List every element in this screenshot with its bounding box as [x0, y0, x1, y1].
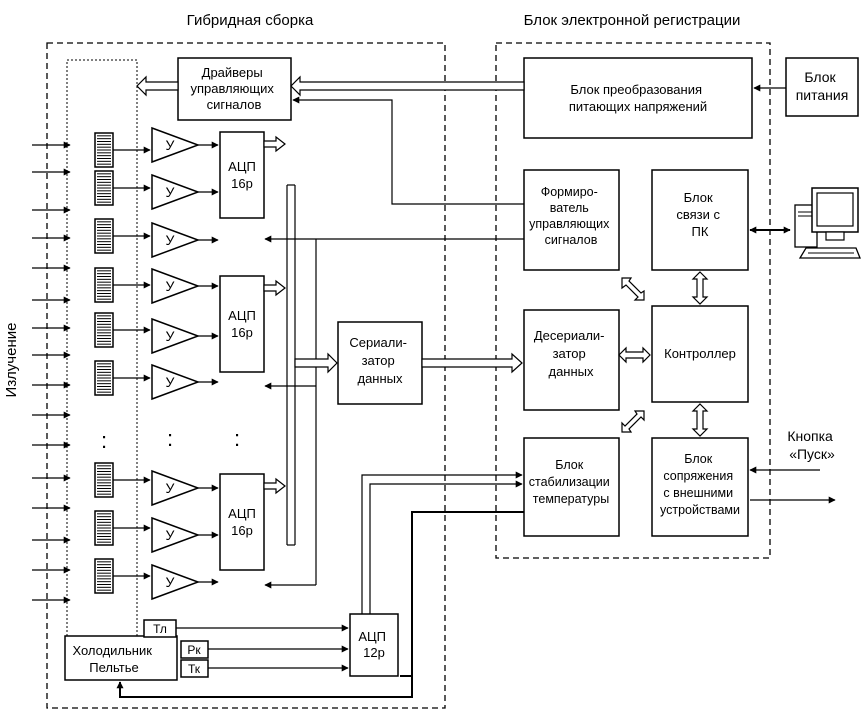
peltier-label: Холодильник Пельтье: [72, 643, 155, 675]
controller-label: Контроллер: [664, 346, 736, 361]
amplifiers: У У У У У У У У У: [151, 126, 219, 601]
radiation-arrows: [32, 141, 71, 604]
serializer-label: Сериали- затор данных: [349, 335, 410, 386]
amplifier: У: [151, 317, 219, 355]
bus-to-serializer-arrow: [294, 352, 338, 374]
detector-elements: [94, 132, 151, 594]
voltage-converter-block: [523, 57, 753, 139]
interface-unit-block: [651, 437, 749, 537]
temp-stabilizer-label: Блок стабилизации температуры: [529, 458, 614, 506]
voltage-converter-label: Блок преобразования питающих напряжений: [569, 82, 707, 114]
amplifier: У: [151, 563, 219, 601]
adc12-to-stabilizer-a: [361, 471, 523, 614]
registration-unit-title: Блок электронной регистрации: [524, 12, 741, 29]
ellipsis-adc: :: [234, 426, 240, 451]
amplifier-label: У: [166, 480, 175, 496]
deserializer-controller-arrow: [618, 346, 651, 364]
hybrid-assembly-frame: [46, 42, 446, 709]
controller-interface-arrow: [691, 403, 709, 437]
radiation-label: Излучение: [3, 323, 20, 398]
pc-link-label: Блок связи с ПК: [676, 190, 723, 239]
deserializer-block: [523, 309, 620, 411]
pclink-controller-arrow: [691, 271, 709, 305]
detector-element: [94, 312, 151, 348]
controller-former-arrow: [621, 277, 645, 301]
sensor-tl-label: Тл: [153, 622, 167, 636]
drivers-block: [177, 57, 292, 121]
adc12-block: [349, 613, 399, 677]
amplifier-label: У: [166, 278, 175, 294]
peltier-block: [64, 635, 178, 681]
sensor-pk-label: Рк: [187, 643, 201, 657]
signal-former-block: [523, 169, 620, 271]
temp-stabilizer-block: [523, 437, 620, 537]
amplifier: У: [151, 173, 219, 211]
former-to-drivers-line: [292, 96, 524, 205]
hybrid-assembly-title: Гибридная сборка: [187, 12, 314, 29]
amplifier-label: У: [166, 328, 175, 344]
start-button-label: Кнопка «Пуск»: [787, 428, 836, 462]
drivers-label: Драйверы управляющих сигналов: [190, 65, 277, 112]
stabilizer-to-adc12: [400, 511, 524, 677]
computer-icon: [794, 187, 861, 259]
adc-to-bus-arrow: [263, 477, 286, 495]
detector-element: [94, 170, 151, 206]
registration-unit-frame: [495, 42, 771, 559]
amplifier-label: У: [166, 527, 175, 543]
detector-element: [94, 267, 151, 303]
amplifier-label: У: [166, 232, 175, 248]
ellipsis-amplifiers: :: [167, 426, 173, 451]
amplifier: У: [151, 516, 219, 554]
adc-to-bus-arrow: [263, 279, 286, 297]
amplifier-label: У: [166, 574, 175, 590]
detector-element: [94, 462, 151, 498]
interface-unit-label: Блок сопряжения с внешними устройствами: [660, 452, 740, 517]
detector-element: [94, 132, 151, 168]
controller-temp-arrow: [621, 410, 645, 433]
amplifier: У: [151, 363, 219, 401]
detector-element: [94, 360, 151, 396]
amplifier: У: [151, 126, 219, 164]
amplifier-label: У: [166, 137, 175, 153]
amplifier-label: У: [166, 374, 175, 390]
converter-to-drivers-arrow: [290, 75, 525, 97]
amplifier: У: [151, 267, 219, 305]
adc12-label: АЦП 12р: [358, 629, 389, 660]
pc-link-block: [651, 169, 749, 271]
serializer-block: [337, 321, 423, 405]
power-supply-label: Блок питания: [796, 69, 849, 103]
ellipsis-detectors: :: [101, 428, 107, 453]
power-supply-block: [785, 57, 859, 117]
detector-element: [94, 558, 151, 594]
serializer-to-deserializer-arrow: [421, 352, 523, 374]
deserializer-label: Десериали- затор данных: [534, 328, 608, 379]
drivers-to-detectors-arrow: [136, 75, 179, 97]
sensor-tk-label: Тк: [188, 662, 201, 676]
detector-element: [94, 218, 151, 254]
detector-element: [94, 510, 151, 546]
amplifier: У: [151, 221, 219, 259]
adc12-to-stabilizer-b: [369, 480, 523, 614]
adc-to-bus-arrow: [263, 135, 286, 153]
controller-block: [651, 305, 749, 403]
signal-former-label: Формиро- ватель управляющих сигналов: [529, 185, 613, 247]
amplifier: У: [151, 469, 219, 507]
amplifier-label: У: [166, 184, 175, 200]
